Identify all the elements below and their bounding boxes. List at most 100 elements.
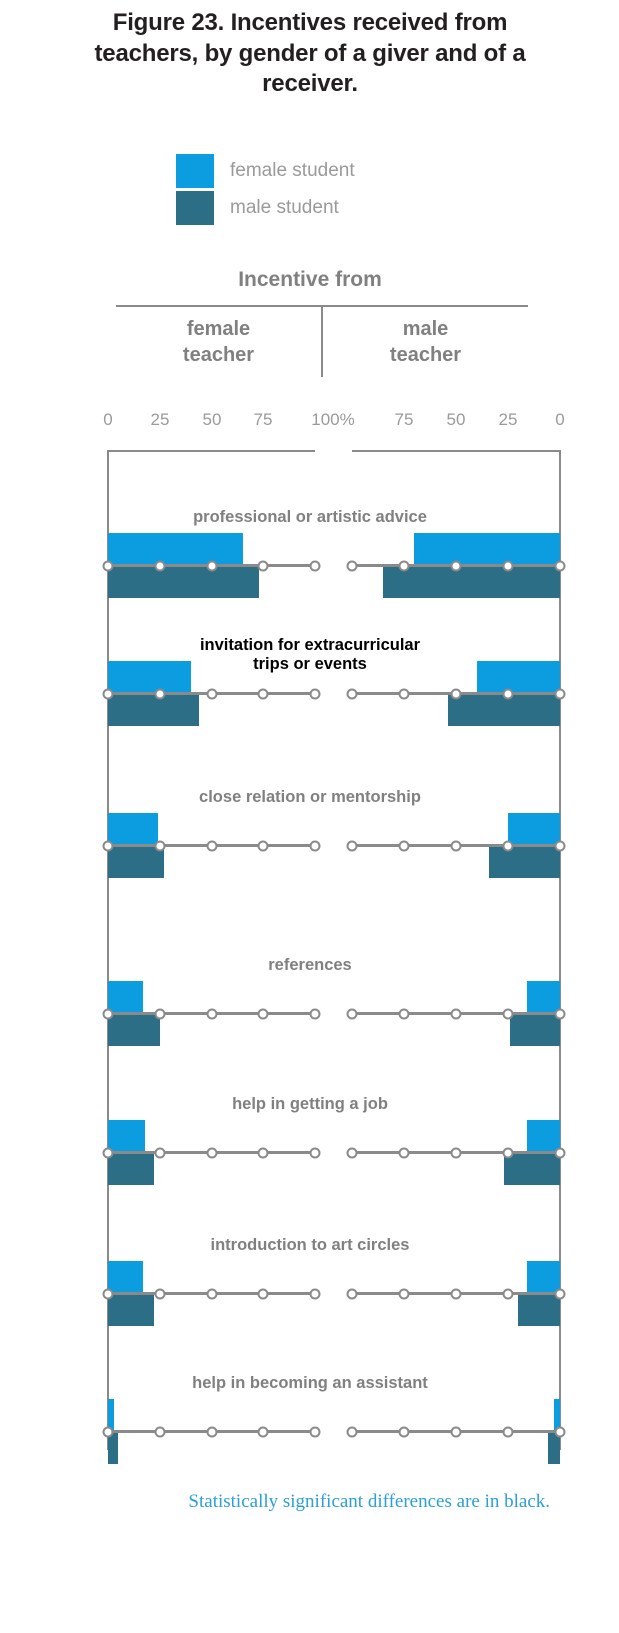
bar-male-student-male-teacher (503, 1154, 560, 1185)
panel-header-male-teacher-line2: teacher (389, 344, 462, 367)
legend-label-male-student: male student (230, 196, 339, 218)
axis-tick-label: 75 (394, 410, 414, 429)
bar-female-student-female-teacher (108, 1261, 144, 1292)
axis-tick-dot (502, 1147, 514, 1158)
axis-tick-dot (102, 1008, 114, 1019)
axis-tick-dot (346, 1426, 358, 1437)
axis-tick-dot (154, 840, 166, 851)
axis-tick-label: 100% (311, 410, 355, 429)
panel-header-male-teacher: male teacher (323, 316, 528, 369)
bar-group: introduction to art circles (0, 440, 619, 1326)
axis-tick-dot (554, 1147, 566, 1158)
axis-tick-dot (102, 1288, 114, 1299)
axis-tick-dot (102, 560, 114, 571)
panel-header-rule (116, 305, 528, 307)
axis-frame-top-right (352, 450, 561, 452)
bar-male-student-male-teacher (510, 1015, 560, 1046)
axis-tick-dot (102, 1147, 114, 1158)
axis-tick-label: 0 (103, 410, 113, 429)
axis-tick-dot (154, 1426, 166, 1437)
axis-tick-dot (346, 1008, 358, 1019)
bar-female-student-female-teacher (108, 813, 158, 844)
axis-tick-dot (206, 688, 217, 699)
axis-tick-dot (502, 1288, 514, 1299)
panel-header-female-teacher-line2: teacher (182, 344, 255, 367)
legend-item-female-student: female student (176, 152, 355, 189)
bar-male-student-male-teacher (489, 847, 560, 878)
legend-label-female-student: female student (230, 159, 355, 181)
panel-header-divider (321, 307, 323, 377)
axis-tick-dot (502, 1008, 514, 1019)
axis-tick-dot (346, 688, 358, 699)
axis-tick-label: 75 (253, 410, 273, 429)
axis-tick-dot (502, 560, 514, 571)
axis-tick-dot (554, 840, 566, 851)
bar-male-student-female-teacher (108, 1295, 154, 1326)
axis-tick-dot (554, 688, 566, 699)
axis-tick-dot (450, 1288, 462, 1299)
axis-tick-dot (206, 1288, 217, 1299)
axis-tick-label: 25 (498, 410, 518, 429)
axis-tick-dot (398, 1008, 410, 1019)
bar-female-student-male-teacher (526, 1120, 560, 1151)
legend-swatch-female-student (176, 153, 214, 188)
axis-tick-dot (257, 688, 269, 699)
axis-tick-dot (554, 1288, 566, 1299)
bar-female-student-female-teacher (108, 981, 144, 1012)
axis-tick-dot (206, 1008, 217, 1019)
axis-tick-dot (309, 1426, 321, 1437)
axis-tick-dot (346, 1147, 358, 1158)
panel-header-female-teacher: female teacher (116, 316, 321, 369)
bar-male-student-male-teacher (518, 1295, 560, 1326)
bar-male-student-male-teacher (547, 1433, 560, 1464)
axis-tick-dot (450, 560, 462, 571)
legend: female student male student (176, 152, 355, 226)
axis-tick-dot (206, 560, 217, 571)
axis-tick-dot (154, 688, 166, 699)
bar-male-student-female-teacher (108, 1433, 119, 1464)
bar-group-label-line2: trips or events (253, 655, 367, 674)
axis-tick-dot (309, 840, 321, 851)
bar-group-label: close relation or mentorship (199, 788, 421, 806)
axis-tick-dot (398, 1288, 410, 1299)
bar-group-label: help in becoming an assistant (192, 1374, 428, 1392)
axis-tick-label: 0 (555, 410, 565, 429)
bar-group: help in becoming an assistant (0, 440, 619, 1464)
bar-male-student-male-teacher (383, 567, 560, 598)
bar-group-label: introduction to art circles (210, 1236, 410, 1254)
axis-tick-dot (502, 840, 514, 851)
axis-frame-top-left (107, 450, 315, 452)
axis-tick-dot (102, 1426, 114, 1437)
axis-frame-right (559, 450, 561, 1450)
axis-tick-dot (206, 1147, 217, 1158)
axis-tick-dot (206, 1426, 217, 1437)
axis-tick-dot (309, 1008, 321, 1019)
axis-tick-dot (102, 688, 114, 699)
bar-female-student-female-teacher (108, 661, 191, 692)
figure-title: Figure 23. Incentives received from teac… (94, 9, 526, 98)
axis-tick-dot (398, 840, 410, 851)
axis-tick-dot (154, 560, 166, 571)
axis-tick-dot (309, 560, 321, 571)
axis-tick-dot (102, 840, 114, 851)
legend-item-male-student: male student (176, 189, 355, 226)
bar-male-student-female-teacher (108, 695, 200, 726)
axis-tick-label: 25 (150, 410, 170, 429)
bar-male-student-male-teacher (447, 695, 560, 726)
axis-tick-dot (154, 1008, 166, 1019)
axis-tick-dot (309, 688, 321, 699)
bar-group: close relation or mentorship (0, 440, 619, 878)
axis-tick-dot (450, 1147, 462, 1158)
bar-male-student-female-teacher (108, 567, 260, 598)
axis-tick-dot (398, 1147, 410, 1158)
axis-tick-dot (346, 560, 358, 571)
axis-tick-dot (554, 560, 566, 571)
axis-tick-dot (257, 560, 269, 571)
axis-frame-left (107, 450, 109, 1450)
axis-tick-dot (309, 1147, 321, 1158)
axis-tick-dot (450, 1426, 462, 1437)
axis-tick-dot (257, 840, 269, 851)
